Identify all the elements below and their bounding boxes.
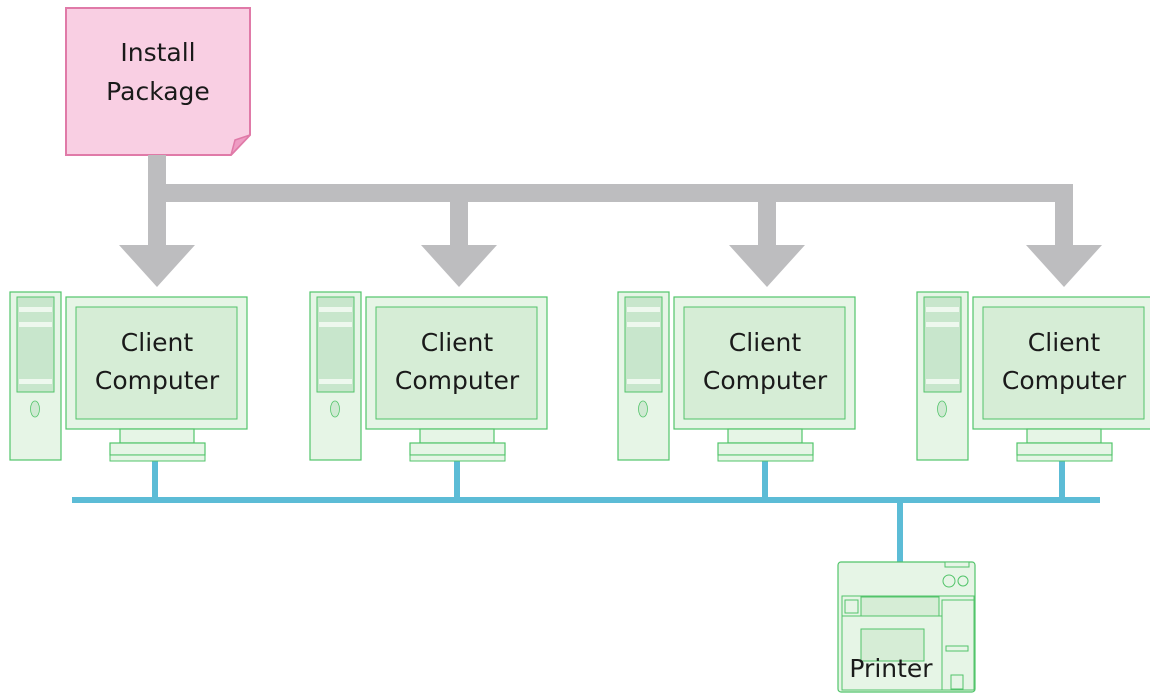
drive-slot [926, 379, 959, 384]
client-label-line1: Client [121, 328, 194, 357]
power-button [638, 400, 648, 418]
drive-slot [19, 307, 52, 312]
network-bus [72, 460, 1100, 562]
install-package-node: Install Package [65, 7, 251, 156]
monitor-base [717, 442, 814, 456]
install-package-label-line2: Package [106, 77, 210, 106]
monitor-base-foot [109, 454, 206, 462]
drive-slot [926, 307, 959, 312]
arrow-stem-1 [148, 200, 166, 245]
client-label-line1: Client [1028, 328, 1101, 357]
arrow-stem-2 [450, 200, 468, 245]
tower-panel [16, 296, 55, 393]
tower-panel [923, 296, 962, 393]
monitor-screen [982, 306, 1145, 420]
client-label-line1: Client [729, 328, 802, 357]
monitor-neck [119, 428, 195, 444]
drive-slot [19, 379, 52, 384]
client-label-line2: Computer [95, 366, 220, 395]
drive-slot [319, 307, 352, 312]
distribution-bar [148, 184, 1073, 202]
monitor-base-foot [717, 454, 814, 462]
tower-panel [624, 296, 663, 393]
drive-slot [319, 379, 352, 384]
drive-slot [926, 322, 959, 327]
client-label-line2: Computer [395, 366, 520, 395]
drive-slot [627, 379, 660, 384]
monitor-neck [727, 428, 803, 444]
client-computer: Client Computer [916, 291, 1150, 462]
printer-paper-slot [860, 596, 940, 617]
monitor-base [409, 442, 506, 456]
monitor-base-foot [1016, 454, 1113, 462]
client-label-line2: Computer [1002, 366, 1127, 395]
client-computer: Client Computer [617, 291, 856, 462]
drive-slot [627, 307, 660, 312]
install-package-fold [230, 134, 251, 156]
printer-indicator [945, 645, 969, 652]
monitor-base [1016, 442, 1113, 456]
monitor-neck [419, 428, 495, 444]
drive-slot [19, 322, 52, 327]
client-computer: Client Computer [9, 291, 248, 462]
power-button [30, 400, 40, 418]
tower-panel [316, 296, 355, 393]
printer-label: Printer [849, 654, 933, 683]
arrow-stem-4 [1055, 184, 1073, 245]
printer-small-door [950, 674, 964, 690]
printer-side-slot [844, 599, 859, 614]
printer-button [942, 574, 956, 588]
monitor-screen [683, 306, 846, 420]
monitor-screen [375, 306, 538, 420]
printer-node: Printer [837, 561, 976, 693]
monitor-neck [1026, 428, 1102, 444]
monitor-screen [75, 306, 238, 420]
client-computer: Client Computer [309, 291, 548, 462]
monitor-base-foot [409, 454, 506, 462]
install-package-label-line1: Install [120, 38, 195, 67]
power-button [937, 400, 947, 418]
arrow-head-2 [421, 245, 497, 287]
arrow-head-4 [1026, 245, 1102, 287]
distribution-arrows [119, 155, 1102, 287]
power-button [330, 400, 340, 418]
monitor-base [109, 442, 206, 456]
drive-slot [319, 322, 352, 327]
printer-button [957, 575, 969, 587]
printer-window [860, 628, 925, 662]
drive-slot [627, 322, 660, 327]
arrow-head-3 [729, 245, 805, 287]
client-label-line2: Computer [703, 366, 828, 395]
arrow-stem-3 [758, 200, 776, 245]
printer-top-tab [944, 561, 970, 568]
arrow-head-1 [119, 245, 195, 287]
client-label-line1: Client [421, 328, 494, 357]
